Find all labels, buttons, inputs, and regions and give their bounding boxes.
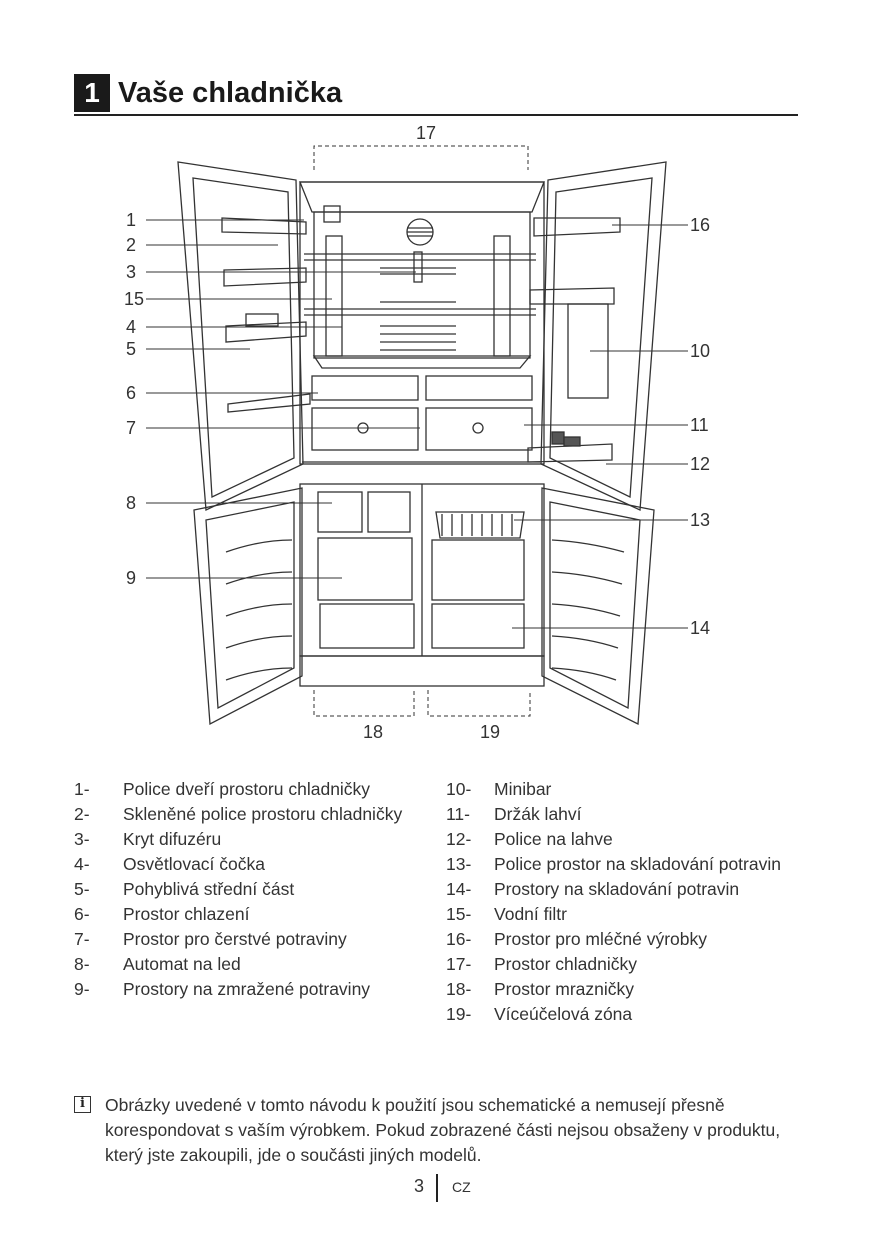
legend-item: 1- Police dveří prostoru chladničky — [74, 777, 402, 802]
fridge-drawing — [177, 161, 667, 726]
legend-number: 3- — [74, 829, 90, 849]
legend-item: 14- Prostory na skladování potravin — [446, 877, 781, 902]
callout-6: 6 — [126, 383, 136, 403]
legend-label: Police dveří prostoru chladničky — [123, 779, 371, 799]
zone-brackets — [313, 145, 531, 717]
legend-number: 1- — [74, 779, 90, 799]
callout-9: 9 — [126, 568, 136, 588]
callout-11: 11 — [690, 415, 709, 435]
legend-item: 16- Prostor pro mléčné výrobky — [446, 927, 781, 952]
legend-label: Automat na led — [123, 954, 241, 974]
legend-number: 9- — [74, 979, 90, 999]
callout-4: 4 — [126, 317, 136, 337]
page-number: 3 — [414, 1176, 425, 1196]
legend-label: Prostory na zmražené potraviny — [123, 979, 371, 999]
legend-label: Držák lahví — [494, 804, 582, 824]
legend-number: 7- — [74, 929, 90, 949]
legend-number: 12- — [446, 829, 472, 849]
legend-number: 5- — [74, 879, 90, 899]
legend-label: Minibar — [494, 779, 552, 799]
legend-label: Police prostor na skladování potravin — [494, 854, 781, 874]
legend-label: Prostor mrazničky — [494, 979, 635, 999]
fridge-diagram: 1 2 3 15 4 5 6 7 8 9 16 10 11 12 13 14 1… — [124, 123, 710, 742]
legend-left: 1- Police dveří prostoru chladničky 2- Skl… — [74, 777, 402, 1002]
legend-item: 12- Police na lahve — [446, 827, 781, 852]
legend-number: 16- — [446, 929, 472, 949]
callout-10: 10 — [690, 341, 710, 361]
footer-divider — [436, 1174, 438, 1202]
legend-number: 17- — [446, 954, 472, 974]
legend-label: Pohyblivá střední část — [123, 879, 295, 899]
legend-number: 11- — [446, 804, 470, 824]
callout-13: 13 — [690, 510, 710, 530]
callout-3: 3 — [126, 262, 136, 282]
callout-numbers: 1 2 3 15 4 5 6 7 8 9 16 10 11 12 13 14 1… — [124, 123, 710, 742]
legend-right: 10- Minibar 11- Držák lahví 12- Police na l… — [446, 777, 781, 1027]
legend-item: 13- Police prostor na skladování potravin — [446, 852, 781, 877]
legend-item: 9- Prostory na zmražené potraviny — [74, 977, 402, 1002]
legend-item: 6- Prostor chlazení — [74, 902, 402, 927]
callout-18: 18 — [363, 722, 383, 742]
section-number: 1 — [74, 74, 110, 112]
legend-item: 17- Prostor chladničky — [446, 952, 781, 977]
info-note: i Obrázky uvedené v tomto návodu k použi… — [74, 1093, 794, 1168]
legend-item: 18- Prostor mrazničky — [446, 977, 781, 1002]
callout-1: 1 — [126, 210, 136, 230]
legend-number: 10- — [446, 779, 472, 799]
legend-label: Police na lahve — [494, 829, 613, 849]
callout-14: 14 — [690, 618, 710, 638]
callout-2: 2 — [126, 235, 136, 255]
section-title: Vaše chladnička — [118, 77, 343, 109]
legend-item: 4- Osvětlovací čočka — [74, 852, 402, 877]
callout-12: 12 — [690, 454, 710, 474]
legend-label: Vodní filtr — [494, 904, 567, 924]
callout-8: 8 — [126, 493, 136, 513]
legend-item: 2- Skleněné police prostoru chladničky — [74, 802, 402, 827]
legend-number: 19- — [446, 1004, 472, 1024]
legend-item: 15- Vodní filtr — [446, 902, 781, 927]
callout-17: 17 — [416, 123, 436, 143]
legend-item: 3- Kryt difuzéru — [74, 827, 402, 852]
legend-label: Prostor pro čerstvé potraviny — [123, 929, 347, 949]
legend-label: Kryt difuzéru — [123, 829, 222, 849]
legend-number: 6- — [74, 904, 90, 924]
legend-item: 8- Automat na led — [74, 952, 402, 977]
legend-number: 4- — [74, 854, 90, 874]
legend-number: 8- — [74, 954, 90, 974]
legend-label: Víceúčelová zóna — [494, 1004, 633, 1024]
legend-label: Prostor chladničky — [494, 954, 637, 974]
info-icon: i — [74, 1096, 91, 1113]
section-heading: 1 Vaše chladnička — [74, 74, 798, 116]
legend-item: 11- Držák lahví — [446, 802, 781, 827]
note-text: Obrázky uvedené v tomto návodu k použití… — [105, 1095, 781, 1165]
legend-item: 5- Pohyblivá střední část — [74, 877, 402, 902]
callout-16: 16 — [690, 215, 710, 235]
legend-number: 18- — [446, 979, 472, 999]
legend-number: 2- — [74, 804, 90, 824]
legend-item: 10- Minibar — [446, 777, 781, 802]
legend-label: Prostor pro mléčné výrobky — [494, 929, 707, 949]
legend-number: 13- — [446, 854, 472, 874]
legend-item: 19- Víceúčelová zóna — [446, 1002, 781, 1027]
callout-15: 15 — [124, 289, 144, 309]
legend-number: 14- — [446, 879, 472, 899]
page-footer: 3 CZ — [0, 1174, 874, 1204]
language-code: CZ — [452, 1179, 471, 1195]
legend-label: Prostor chlazení — [123, 904, 250, 924]
legend-number: 15- — [446, 904, 472, 924]
legend-label: Skleněné police prostoru chladničky — [123, 804, 403, 824]
callout-7: 7 — [126, 418, 136, 438]
legend-item: 7- Prostor pro čerstvé potraviny — [74, 927, 402, 952]
callout-5: 5 — [126, 339, 136, 359]
callout-19: 19 — [480, 722, 500, 742]
legend-label: Prostory na skladování potravin — [494, 879, 740, 899]
legend-label: Osvětlovací čočka — [123, 854, 265, 874]
callout-lines — [146, 219, 688, 629]
